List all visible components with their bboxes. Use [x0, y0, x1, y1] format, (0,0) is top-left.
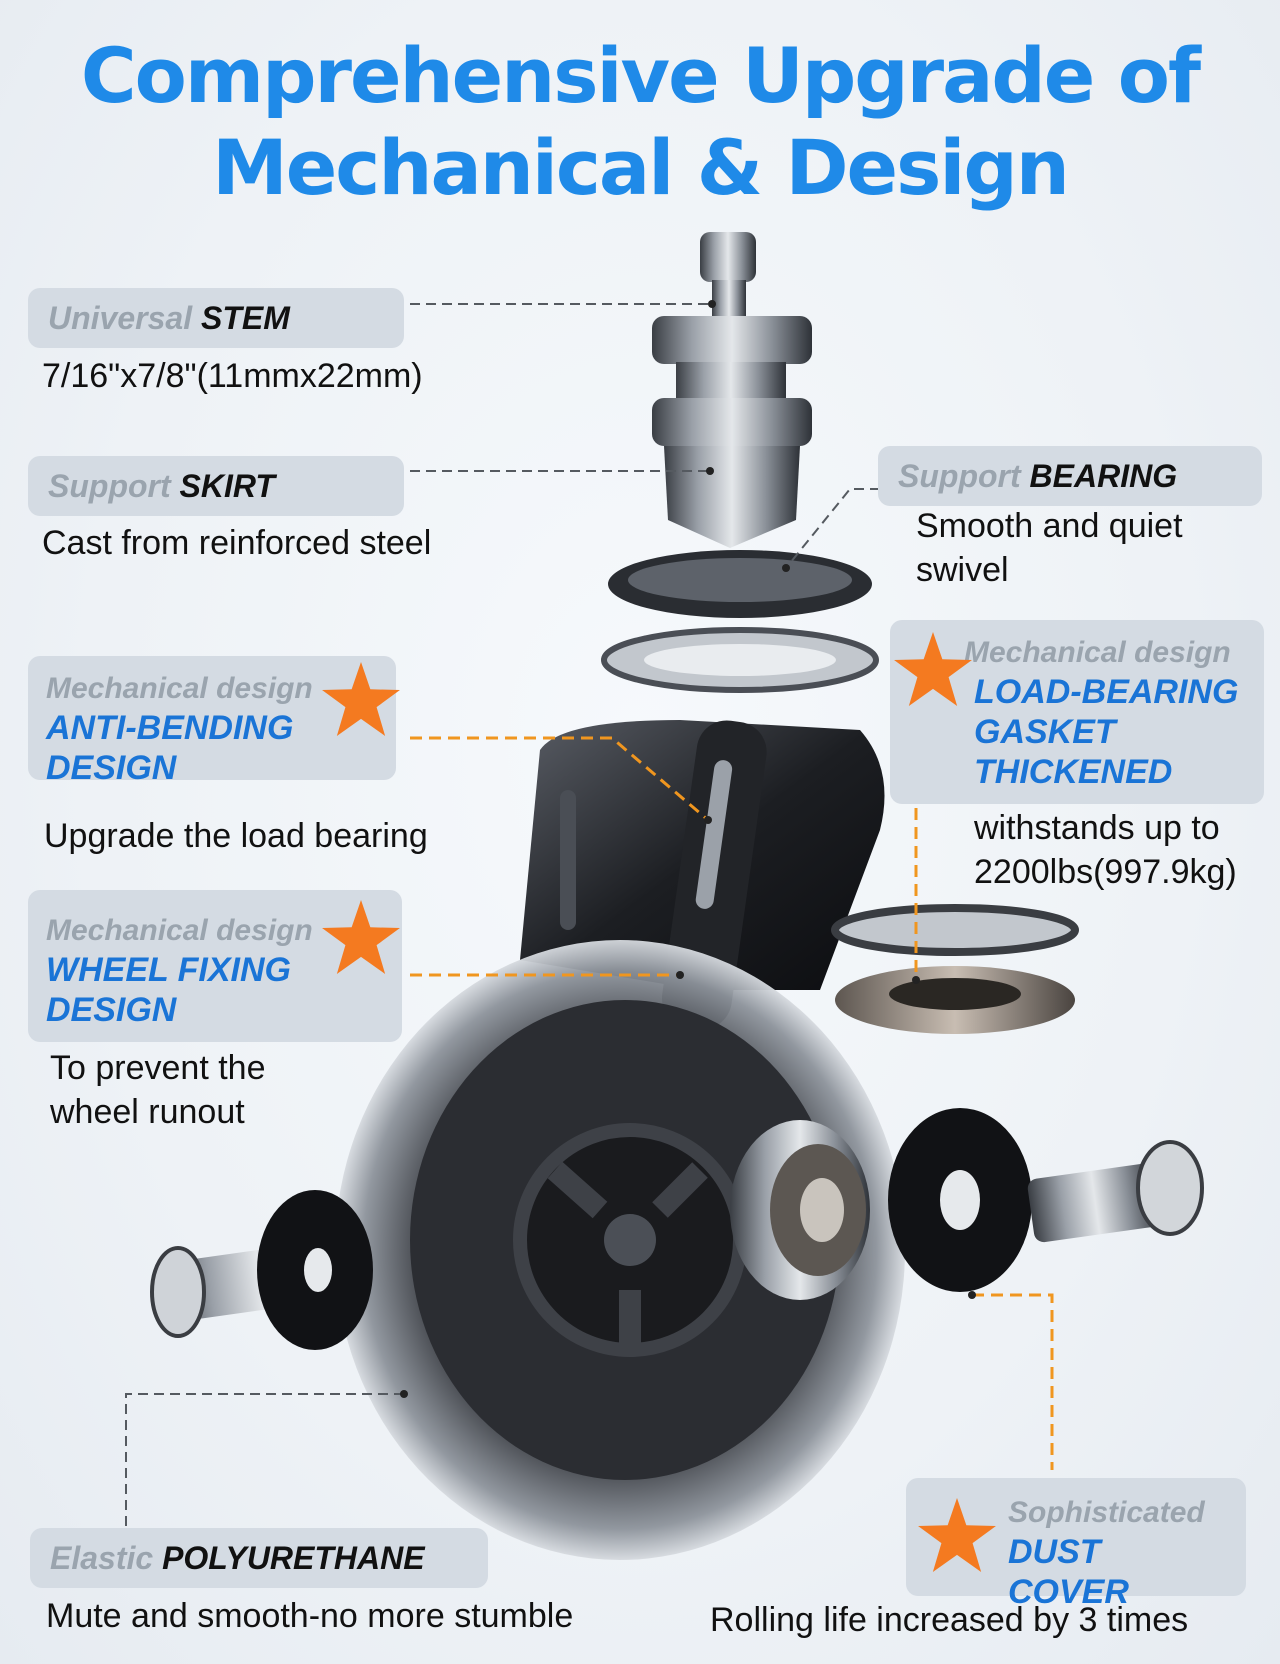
load-bearing-desc-line2: 2200lbs(997.9kg) [974, 853, 1237, 891]
stem-tag: Universal STEM [28, 288, 404, 348]
page-title: Comprehensive Upgrade of Mechanical & De… [0, 30, 1280, 214]
title-line-2: Mechanical & Design [212, 123, 1070, 212]
wheel-fixing-tag-line2: DESIGN [46, 991, 177, 1029]
anti-bending-tag-line1: ANTI-BENDING [46, 709, 294, 747]
wheel-fixing-desc-line2: wheel runout [50, 1093, 245, 1131]
polyurethane-tag-light: Elastic [50, 1540, 154, 1576]
load-bearing-desc: withstands up to 2200lbs(997.9kg) [974, 806, 1237, 894]
wheel-fixing-tag-light: Mechanical design [46, 914, 313, 947]
dust-cover-desc: Rolling life increased by 3 times [710, 1601, 1189, 1639]
fork-housing-part [520, 720, 885, 1103]
bearing-tag: Support BEARING [878, 446, 1262, 506]
leader-dots-orange [676, 816, 976, 1299]
anti-bending-tag: Mechanical design ANTI-BENDING DESIGN [28, 656, 396, 787]
skirt-tag-bold: SKIRT [179, 468, 275, 504]
leader-lines-orange [410, 736, 1054, 1470]
anti-bending-desc: Upgrade the load bearing [44, 817, 428, 855]
bearing-tag-light: Support [898, 458, 1021, 494]
dust-cover-tag-line1: DUST COVER [1008, 1533, 1129, 1611]
star-icon [918, 1498, 996, 1572]
stem-part [652, 232, 812, 548]
wheel-fixing-desc-line1: To prevent the [50, 1049, 266, 1087]
left-axle-part [150, 1190, 373, 1350]
load-bearing-gasket-part [831, 904, 1079, 1034]
star-icon [322, 662, 400, 736]
anti-bending-tag-line2: DESIGN [46, 749, 177, 787]
anti-bending-tag-light: Mechanical design [46, 672, 313, 705]
star-icon [894, 632, 972, 706]
leader-lines-gray [125, 303, 880, 1530]
bearing-desc: Smooth and quiet swivel [916, 507, 1183, 589]
load-bearing-tag: Mechanical design LOAD-BEARING GASKET TH… [890, 620, 1264, 804]
skirt-tag: Support SKIRT [28, 456, 404, 516]
right-axle-part [730, 1108, 1204, 1300]
wheel-part [335, 940, 905, 1560]
stem-tag-bold: STEM [200, 300, 290, 336]
load-bearing-desc-line1: withstands up to [974, 809, 1220, 847]
leader-dots-gray [400, 300, 790, 1398]
wheel-fixing-desc: To prevent the wheel runout [50, 1046, 265, 1134]
dust-cover-tag: Sophisticated DUST COVER [906, 1478, 1246, 1611]
stem-tag-light: Universal [48, 300, 193, 336]
title-line-1: Comprehensive Upgrade of [80, 31, 1201, 120]
load-bearing-tag-line3: THICKENED [974, 753, 1173, 791]
wheel-fixing-tag-line1: WHEEL FIXING [46, 951, 291, 989]
polyurethane-tag-bold: POLYURETHANE [162, 1540, 425, 1576]
skirt-desc: Cast from reinforced steel [42, 524, 432, 562]
bearing-tag-bold: BEARING [1029, 458, 1178, 494]
polyurethane-tag: Elastic POLYURETHANE [30, 1528, 488, 1588]
load-bearing-tag-line2: GASKET [974, 713, 1116, 751]
skirt-tag-light: Support [48, 468, 171, 504]
star-icon [322, 900, 400, 974]
load-bearing-tag-line1: LOAD-BEARING [974, 673, 1239, 711]
load-bearing-tag-light: Mechanical design [964, 636, 1231, 669]
swivel-bearing-part [601, 550, 879, 693]
stem-desc: 7/16"x7/8"(11mmx22mm) [42, 357, 423, 395]
dust-cover-tag-light: Sophisticated [1008, 1496, 1205, 1529]
polyurethane-desc: Mute and smooth-no more stumble [46, 1597, 574, 1635]
